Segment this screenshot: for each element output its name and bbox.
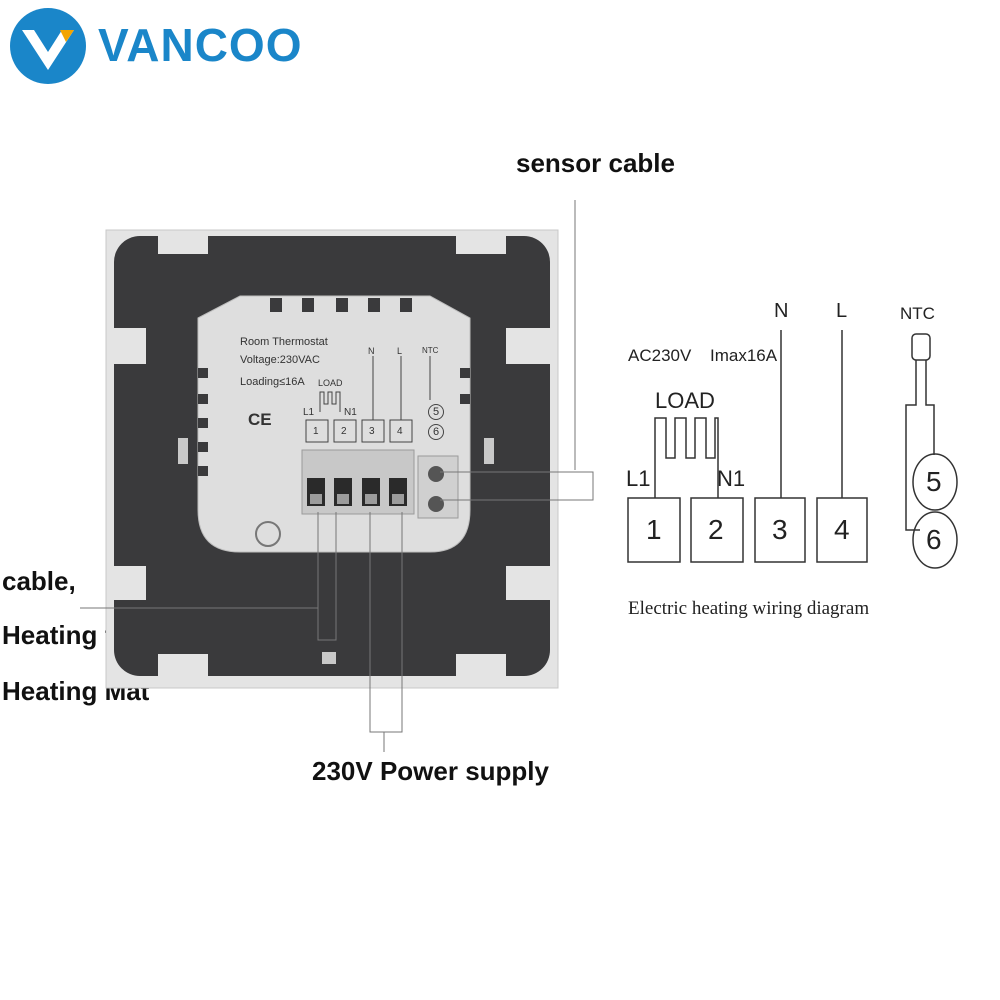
panel-loading: Loading≤16A: [240, 376, 305, 388]
mount-tab: [506, 328, 552, 364]
module-vents: [198, 298, 470, 476]
diagram-title: Electric heating wiring diagram: [628, 598, 870, 619]
logo-v-mark: [22, 30, 74, 70]
logo-circle: [10, 8, 86, 84]
terminal-box-1: [627, 497, 681, 563]
panel-l1-label: L1: [303, 407, 315, 418]
ac-voltage-label: AC230V: [628, 346, 692, 365]
ntc-sensor-lead: [905, 360, 935, 531]
load-heater-symbol: [654, 417, 719, 498]
panel-l-label: L: [397, 346, 403, 356]
ce-mark: CE: [248, 410, 272, 429]
diagram-terminal-4: 4: [834, 514, 850, 545]
panel-terminal-4: 4: [397, 426, 403, 437]
diagram-load-label: LOAD: [655, 388, 715, 413]
mount-tab: [456, 232, 506, 254]
mount-tab: [158, 654, 208, 678]
mount-tab: [108, 566, 146, 600]
imax-label: Imax16A: [710, 346, 778, 365]
panel-n1-label: N1: [344, 407, 357, 418]
panel-terminal-6: 6: [428, 424, 444, 440]
panel-terminal-1: 1: [313, 426, 319, 437]
mount-tab: [456, 654, 506, 678]
diagram-terminal-3: 3: [772, 514, 788, 545]
diagram-l-label: L: [836, 300, 848, 322]
callout-leaders: [80, 200, 594, 752]
brand-name: VANCOO: [98, 19, 303, 71]
mount-slot: [322, 652, 336, 664]
panel-n-label: N: [368, 346, 375, 356]
diagram-terminal-2: 2: [708, 514, 724, 545]
panel-ntc-label: NTC: [422, 346, 439, 355]
reset-hole: [255, 521, 281, 547]
terminal-box-2: [690, 497, 744, 563]
ntc-sensor-head: [911, 333, 931, 361]
ntc-screw: [428, 466, 444, 482]
diagram-n-label: N: [774, 300, 789, 322]
diagram-terminal-5: 5: [926, 466, 942, 497]
panel-terminal-5: 5: [428, 404, 444, 420]
diagram-l1-label: L1: [626, 466, 651, 491]
sensor-cable-label: sensor cable: [516, 148, 675, 178]
diagram-terminal-1: 1: [646, 514, 662, 545]
mount-slot: [178, 438, 188, 464]
ntc-terminal-6-circle: [912, 511, 958, 569]
mount-tab: [108, 328, 146, 364]
diagram-n1-label: N1: [717, 466, 746, 491]
cable-label: cable,: [2, 566, 76, 596]
mount-tab: [158, 232, 208, 254]
brand-logo: [10, 8, 86, 84]
terminal-box-3: [754, 497, 806, 563]
panel-terminal-2: 2: [341, 426, 347, 437]
logo-accent: [60, 30, 74, 42]
ntc-terminal-5-circle: [912, 453, 958, 511]
terminal-screws: [307, 478, 407, 506]
mount-tab: [506, 566, 552, 600]
panel-voltage: Voltage:230VAC: [240, 354, 320, 366]
diagram-terminal-6: 6: [926, 524, 942, 555]
panel-title: Room Thermostat: [240, 336, 328, 348]
panel-print-lines: [305, 356, 431, 443]
power-supply-label: 230V Power supply: [312, 756, 549, 786]
panel-terminal-3: 3: [369, 426, 375, 437]
mount-slot: [484, 438, 494, 464]
diagram-ntc-label: NTC: [900, 304, 935, 323]
panel-load-label: LOAD: [318, 378, 343, 388]
